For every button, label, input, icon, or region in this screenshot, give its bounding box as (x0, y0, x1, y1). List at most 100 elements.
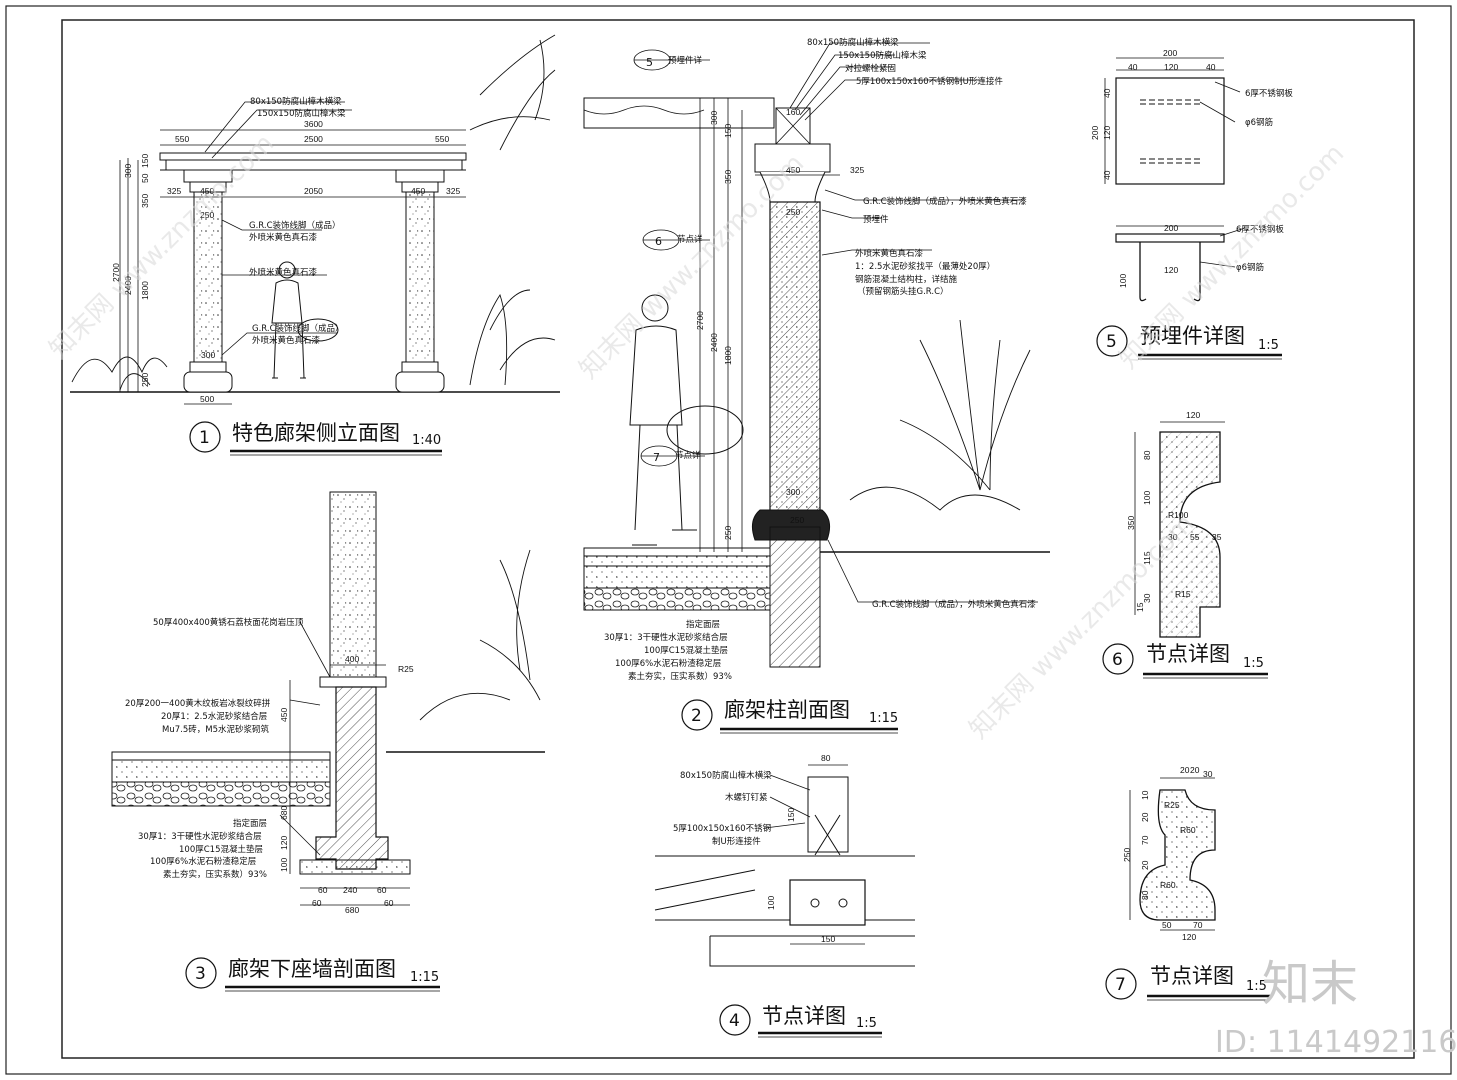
elevation-drawing (70, 34, 560, 405)
d3-dim: 680 (345, 905, 359, 915)
title-block-6: 6 节点详图 1:5 (1102, 642, 1268, 679)
d7-dim: 20 (1140, 860, 1150, 870)
title-block-3: 3 廊架下座墙剖面图 1:15 (185, 957, 440, 992)
d3-note: 30厚1：3干硬性水泥砂浆结合层 (138, 831, 262, 842)
d7-dim: 20 (1190, 765, 1200, 775)
d2-dim: 250 (786, 207, 800, 217)
d1-note-7: 外喷米黄色真石漆 (252, 335, 321, 346)
embedded-part-detail (1104, 57, 1246, 302)
d2-dim: 350 (723, 170, 733, 184)
d2-dim: 250 (723, 526, 733, 540)
d2-dim: 150 (723, 124, 733, 138)
ref-bubble-num: 5 (646, 56, 653, 69)
plants-2 (849, 319, 1031, 511)
profile-detail-7 (1129, 777, 1216, 931)
d7-dim: 30 (1203, 769, 1213, 779)
d3-dim: 100 (279, 858, 289, 872)
d2-note: 1：2.5水泥砂浆找平（最薄处20厚） (855, 261, 995, 272)
title-scale: 1:5 (1246, 979, 1267, 994)
ref-bubble-text: 预埋件详 (668, 55, 703, 66)
base-wall-drawing (111, 491, 545, 906)
column-right (395, 169, 445, 393)
title-number: 6 (1112, 650, 1123, 670)
d7-dim: 20 (1140, 812, 1150, 822)
d7-dim: 10 (1140, 790, 1150, 800)
d4-note: 5厚100x150x160不锈钢 (673, 823, 771, 834)
d7-dim: 120 (1182, 932, 1196, 942)
d5-dim: 40 (1102, 170, 1112, 180)
d4-note: 木螺钉钉紧 (725, 792, 768, 803)
ref-bubble-num: 6 (655, 235, 662, 248)
d2-dim: 1800 (723, 346, 733, 365)
title-block-7: 7 节点详图 1:5 (1105, 964, 1270, 1001)
d2-dim: 300 (709, 111, 719, 125)
d7-dim: 70 (1193, 920, 1203, 930)
title-block-2: 2 廊架柱剖面图 1:15 (681, 698, 898, 734)
title-number: 5 (1106, 332, 1117, 352)
d4-note: 80x150防腐山樟木横梁 (680, 770, 772, 781)
d1-dim: 250 (140, 373, 150, 387)
d5-dim: 120 (1164, 265, 1178, 275)
d3-dim: 60 (377, 885, 387, 895)
d2-note: 素土夯实，压实系数）93% (628, 671, 732, 682)
d1-dim: 2050 (304, 186, 323, 196)
d1-dim: 350 (140, 194, 150, 208)
d2-note: 预埋件 (863, 214, 889, 225)
d1-dim: 300 (123, 164, 133, 178)
d1-dim: 1800 (140, 281, 150, 300)
d3-dim: 60 (318, 885, 328, 895)
d7-dim: R60 (1180, 825, 1196, 835)
d3-dim: 120 (279, 836, 289, 850)
d1-dim: 2400 (123, 276, 133, 295)
d5-dim: 120 (1164, 62, 1178, 72)
d6-dim: 120 (1186, 410, 1200, 420)
title-number: 1 (199, 428, 210, 448)
shrubs (71, 34, 556, 391)
d5-note: 6厚不锈钢板 (1236, 224, 1284, 235)
d7-dim: 250 (1122, 848, 1132, 862)
d6-dim: 35 (1212, 532, 1222, 542)
d3-note: 素土夯实，压实系数）93% (163, 869, 267, 880)
d2-note: 5厚100x150x160不锈钢制U形连接件 (856, 76, 1003, 87)
d7-dim: 80 (1140, 890, 1150, 900)
title-scale: 1:5 (856, 1016, 877, 1031)
title-text: 节点详图 (1146, 642, 1230, 666)
d1-note-6: G.R.C装饰线脚（成品） (252, 323, 344, 334)
d3-note: 指定面层 (233, 818, 267, 829)
d3-note: 100厚6%水泥石粉渣稳定层 (150, 856, 256, 867)
title-scale: 1:15 (869, 711, 898, 726)
title-text: 预埋件详图 (1140, 324, 1245, 348)
image-id-watermark: ID: 1141492116 (1215, 1025, 1457, 1060)
d2-note: 80x150防腐山樟木横梁 (807, 37, 899, 48)
d5-dim: 200 (1163, 48, 1177, 58)
d6-dim: 15 (1135, 602, 1145, 612)
plants-3 (419, 549, 541, 721)
d3-dim: 60 (312, 898, 322, 908)
title-block-1: 1 特色廊架侧立面图 1:40 (189, 421, 442, 456)
d2-dim: 2400 (709, 333, 719, 352)
column-section-drawing (583, 42, 1050, 668)
d3-dim: 450 (279, 708, 289, 722)
d6-dim: R15 (1175, 589, 1191, 599)
ref-bubble-text: 节点详 (677, 234, 703, 245)
d2-note: （预留钢筋头挂G.R.C） (857, 286, 949, 297)
d2-note: G.R.C装饰线脚（成品），外喷米黄色真石漆 (863, 196, 1027, 207)
title-scale: 1:40 (412, 433, 441, 448)
d6-dim: 55 (1190, 532, 1200, 542)
d2-dim: 300 (786, 487, 800, 497)
d2-note: 150x150防腐山樟木梁 (838, 50, 927, 61)
ref-bubble-text: 节点详 (675, 450, 701, 461)
d2-note: G.R.C装饰线脚（成品），外喷米黄色真石漆 (872, 599, 1036, 610)
d6-dim: 80 (1142, 450, 1152, 460)
d1-dim: 3600 (304, 119, 323, 129)
outer-frame (5, 5, 1452, 1075)
d5-dim: 40 (1128, 62, 1138, 72)
d5-dim: 40 (1206, 62, 1216, 72)
d1-dim: 450 (200, 186, 214, 196)
d5-dim: 40 (1102, 88, 1112, 98)
d2-note: 100厚6%水泥石粉渣稳定层 (615, 658, 721, 669)
d3-note: Mu7.5砖，M5水泥砂浆砌筑 (162, 724, 269, 735)
title-scale: 1:15 (410, 970, 439, 985)
d5-note: φ6钢筋 (1245, 117, 1273, 128)
